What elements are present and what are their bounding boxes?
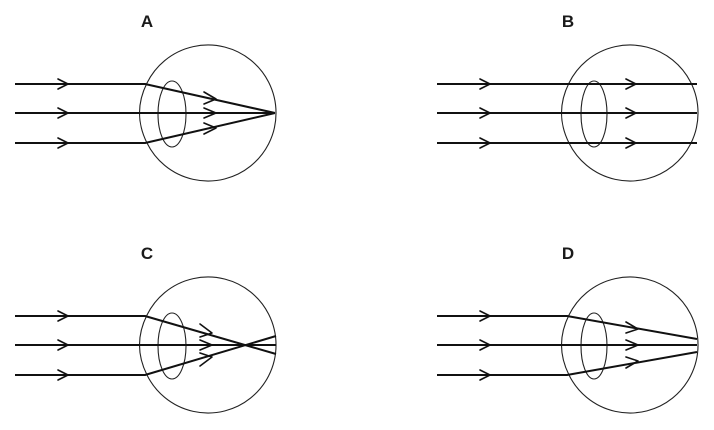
- panel-d-arrow: [625, 339, 639, 351]
- panel-c-arrow: [57, 339, 69, 351]
- panel-d-ray-bottom: [437, 351, 698, 376]
- panel-b-label: B: [562, 12, 574, 31]
- panel-a-ray-top: [15, 83, 276, 114]
- panel-a-arrow: [203, 122, 217, 135]
- panel-d: D: [437, 244, 699, 414]
- panel-c: C: [15, 244, 277, 414]
- panel-a-ray-bottom: [15, 112, 276, 144]
- panel-d-arrow: [625, 321, 639, 334]
- panel-c-ray-top: [15, 315, 277, 355]
- panel-d-light-rays: [437, 310, 698, 381]
- panel-b-arrow: [479, 78, 491, 90]
- panel-d-arrow: [625, 356, 639, 369]
- panel-c-arrow: [57, 369, 69, 381]
- panel-b-light-rays: [437, 78, 697, 149]
- panel-d-arrow: [479, 369, 491, 381]
- panel-a-arrow: [57, 137, 69, 149]
- panel-a-arrow: [57, 78, 69, 90]
- panel-a-label: A: [141, 12, 153, 31]
- panel-c-ray-bottom: [15, 335, 277, 376]
- panel-d-label: D: [562, 244, 574, 263]
- panel-a-arrow: [203, 91, 217, 105]
- panel-c-arrow: [199, 339, 213, 351]
- panel-c-arrow: [57, 310, 69, 322]
- panel-b-arrow: [479, 137, 491, 149]
- panel-d-arrow: [479, 310, 491, 322]
- panel-b-arrow: [625, 137, 637, 149]
- panel-a-arrow: [203, 107, 217, 119]
- panel-a-light-rays: [15, 78, 276, 149]
- panel-b-arrow: [625, 107, 637, 119]
- panel-d-arrow: [479, 339, 491, 351]
- panel-d-ray-top: [437, 315, 698, 340]
- panel-c-label: C: [141, 244, 153, 263]
- panel-c-arrow: [199, 352, 213, 367]
- panel-a-arrow: [57, 107, 69, 119]
- panel-c-arrow: [199, 323, 213, 338]
- panel-b-arrow: [625, 78, 637, 90]
- panel-b-arrow: [479, 107, 491, 119]
- panel-a: A: [15, 12, 277, 182]
- panel-c-light-rays: [15, 310, 277, 381]
- panel-b: B: [437, 12, 699, 182]
